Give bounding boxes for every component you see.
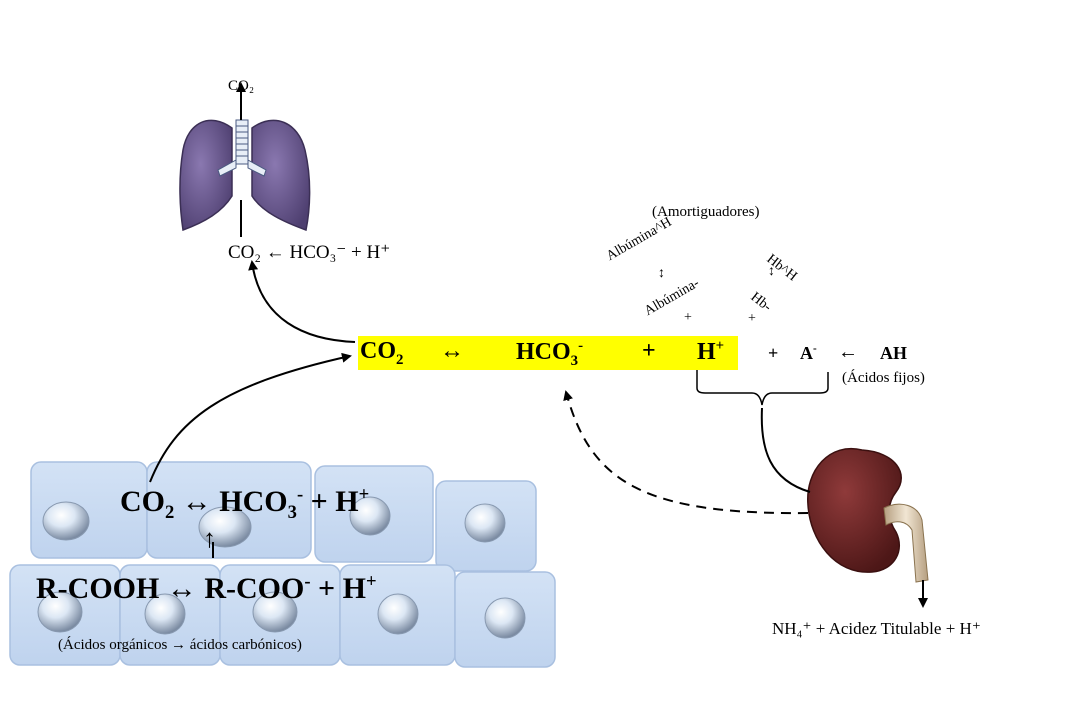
buffer-hb-arrow: ↕ (768, 264, 775, 279)
main-equation-plus: + (642, 338, 656, 364)
kidney-excretion-label: NH₄⁺ + Acidez Titulable + H⁺ (772, 619, 981, 638)
cells-to-main-arrow (149, 352, 352, 483)
cell-equation-2: R-COOH ↔ R-COO- + H+ (36, 571, 377, 605)
cell-caption: (Ácidos orgánicos → ácidos carbónicos) (58, 637, 302, 653)
cell-equation-1: CO2 ↔ HCO3- + H+ (120, 484, 370, 523)
main-equation-hco3: HCO3- (516, 338, 584, 369)
lung-equation: CO₂ ← HCO₃⁻ + H⁺ (228, 242, 391, 263)
kidney-to-h-line (760, 407, 811, 493)
cell-cluster (9, 461, 556, 668)
cell-nucleus (42, 501, 90, 541)
fixed-acid-ah: AH (880, 343, 907, 363)
main-equation-co2: CO2 (360, 338, 404, 368)
main-equation-h: H+ (697, 338, 725, 365)
cell-up-arrow: ↑ (203, 524, 216, 553)
fixed-acid-plus: + (768, 343, 779, 363)
lungs-icon (179, 119, 311, 232)
fixed-acid-arrow: ← (838, 341, 858, 363)
cell-nucleus (464, 503, 506, 543)
cell-nucleus (377, 593, 419, 635)
fixed-acid-caption: (Ácidos fijos) (842, 370, 925, 386)
buffer-albumina-arrow: ↕ (658, 266, 665, 281)
to-lungs-arrow (248, 260, 356, 343)
h-bracket (696, 370, 829, 406)
fixed-acid-anion: A- (800, 343, 817, 363)
cell-nucleus (349, 496, 391, 536)
cell-nucleus (484, 597, 526, 639)
main-equation-highlight (358, 336, 738, 370)
cell-nucleus (252, 591, 298, 633)
buffers-title: (Amortiguadores) (652, 204, 760, 220)
kidney-icon (807, 447, 929, 583)
main-equation-arrow: ↔ (440, 338, 464, 364)
cell-nucleus (198, 506, 252, 548)
lung-co2-label: CO₂ (228, 78, 255, 94)
cell-nucleus (144, 593, 186, 635)
cell-nucleus (37, 591, 83, 633)
flow-arrows (149, 82, 928, 608)
buffer-albumina-plus: + (684, 310, 692, 325)
buffer-hb-plus: + (748, 311, 756, 326)
kidney-to-main-dashed (563, 390, 809, 515)
